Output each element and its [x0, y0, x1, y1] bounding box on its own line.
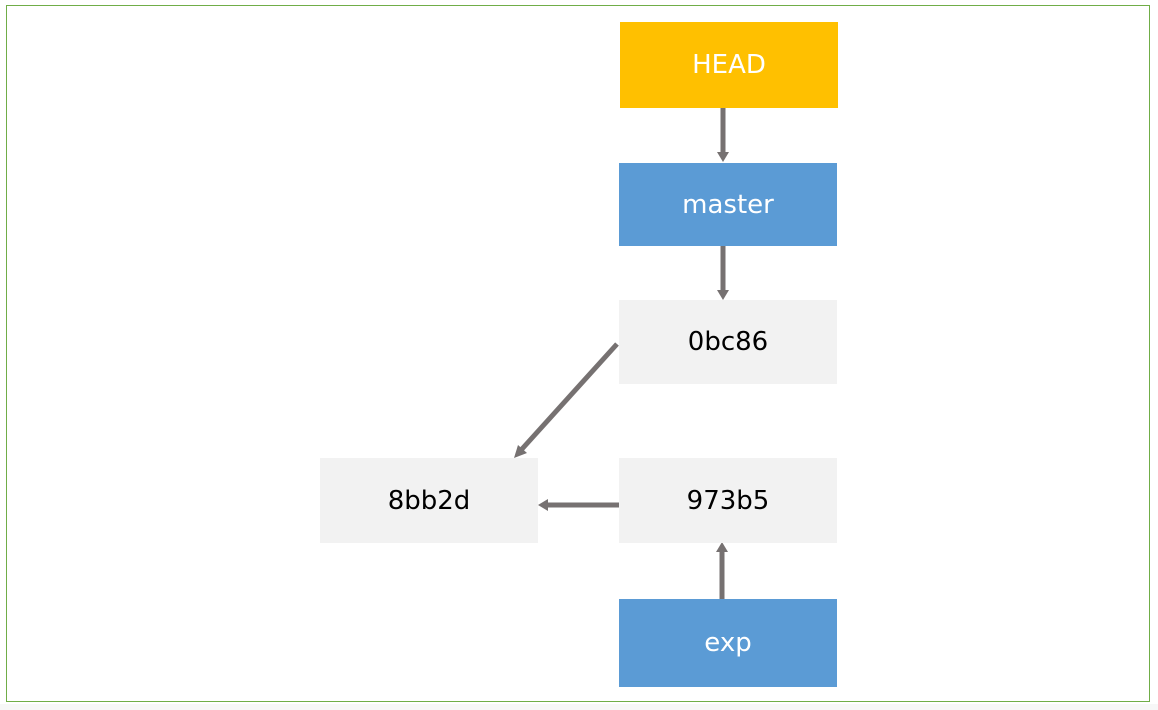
edge-0bc86-to-8bb2d — [520, 342, 619, 451]
commit-8bb2d-node: 8bb2d — [320, 458, 538, 543]
edge-973b5-to-8bb2d-arrowhead — [538, 499, 548, 511]
commit-0bc86-node: 0bc86 — [619, 300, 837, 384]
diagram-frame — [6, 5, 1150, 702]
edge-0bc86-to-8bb2d-arrowhead — [514, 445, 527, 458]
branch-exp-node: exp — [619, 599, 837, 687]
edge-exp-to-973b5-arrowhead — [716, 542, 728, 552]
edge-master-to-0bc86-arrowhead — [717, 290, 729, 300]
branch-master-node: master — [619, 163, 837, 246]
edge-head-to-master-arrowhead — [717, 152, 729, 162]
bottom-strip — [0, 704, 1158, 710]
head-node: HEAD — [620, 22, 838, 108]
commit-973b5-node: 973b5 — [619, 458, 837, 543]
